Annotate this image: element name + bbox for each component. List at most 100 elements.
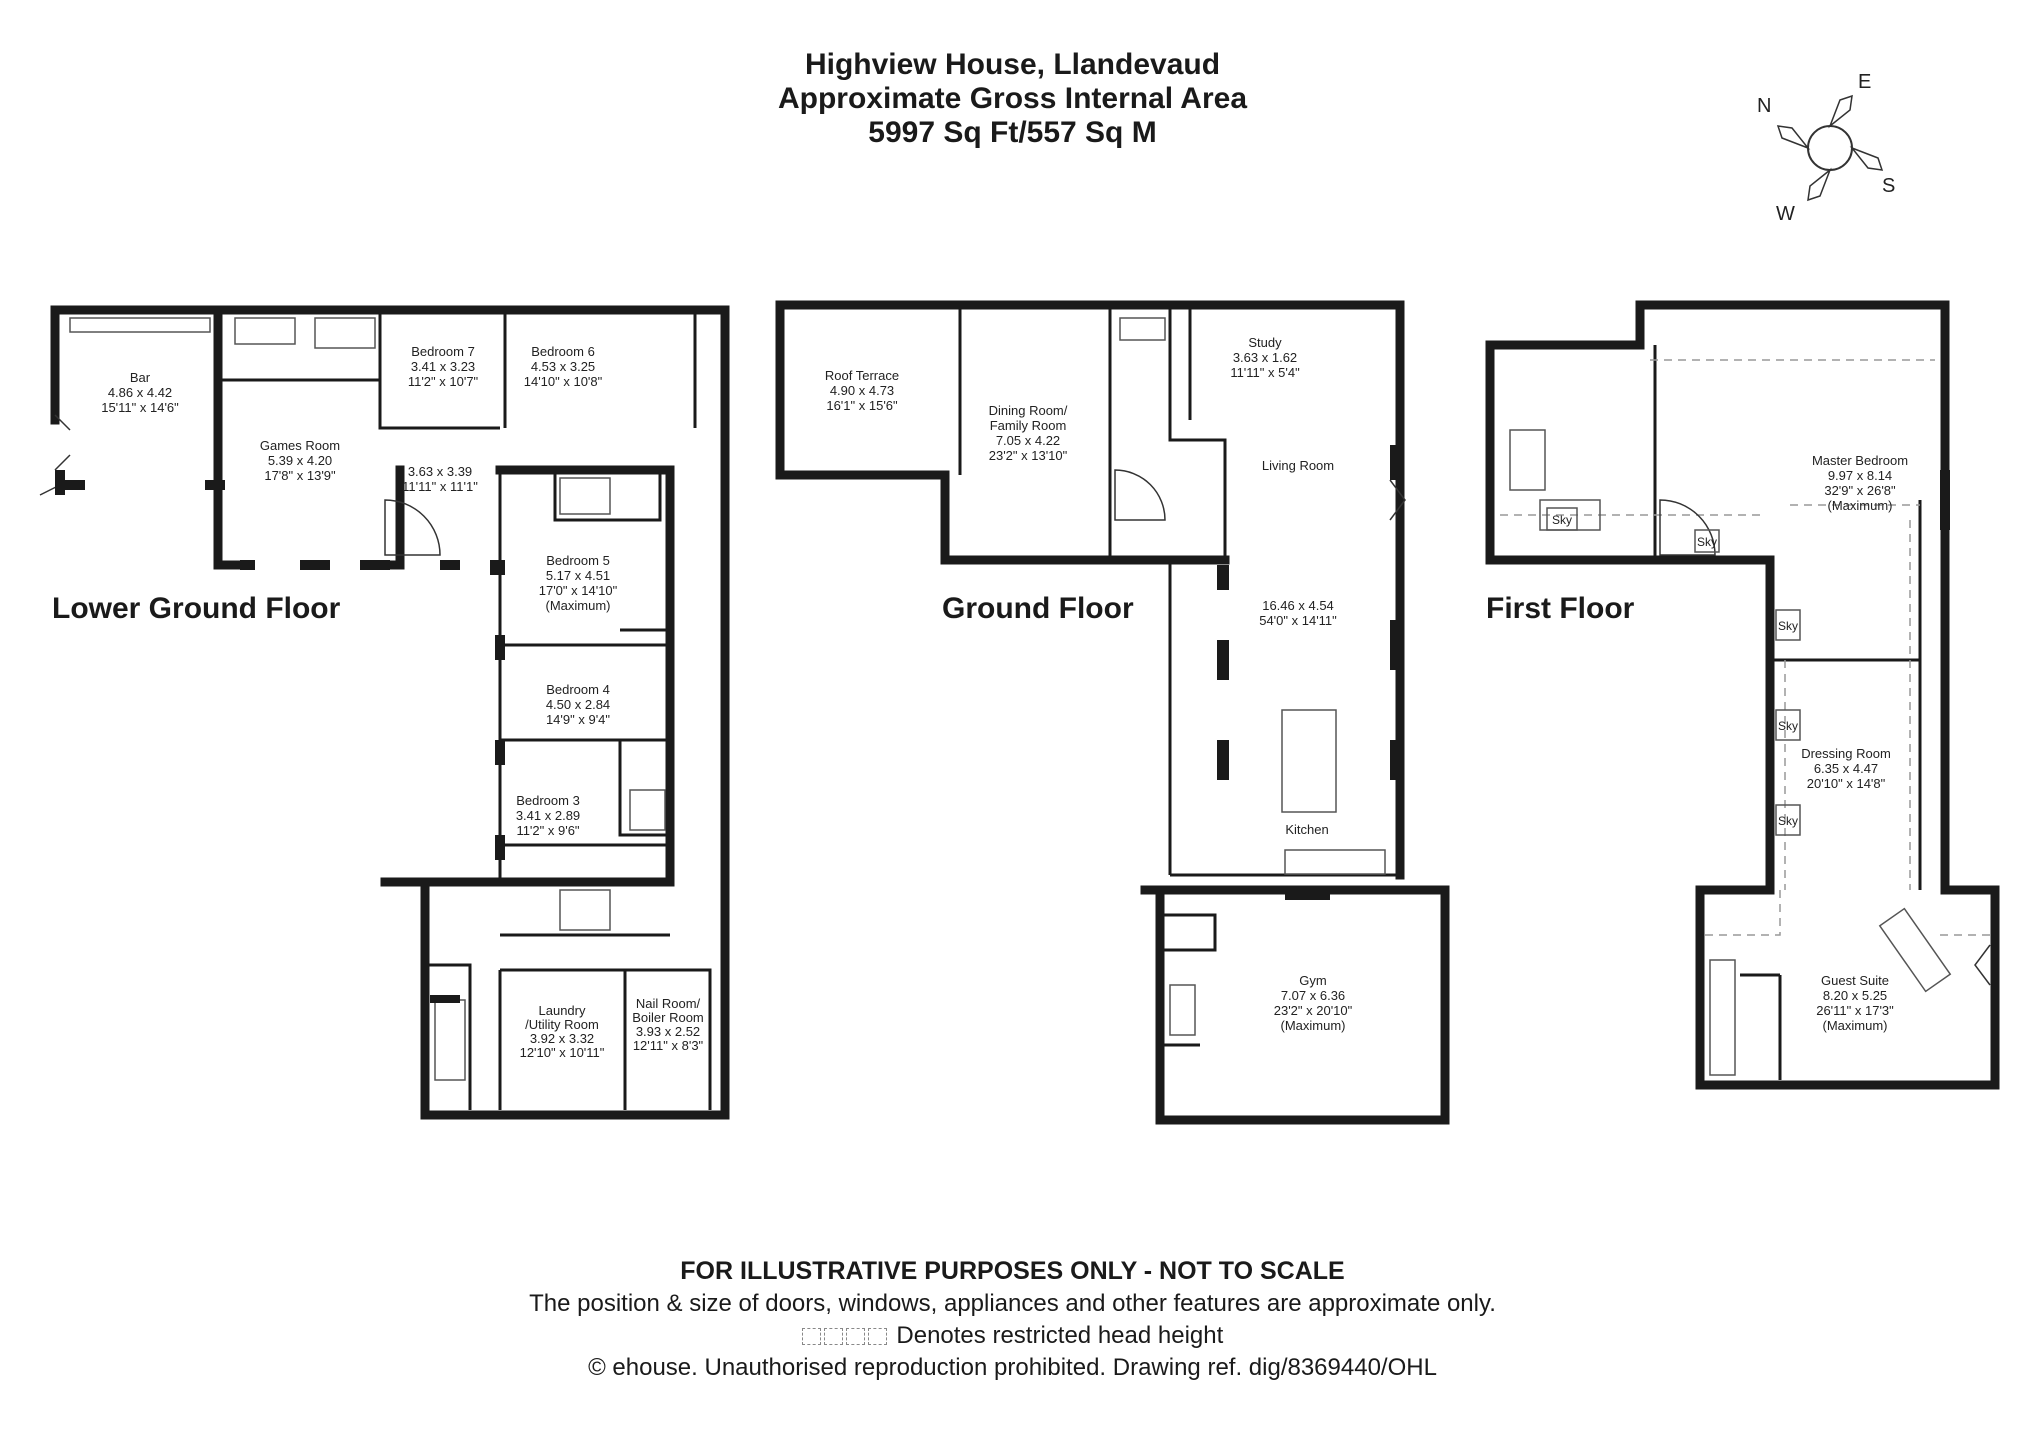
lower-ground-floor-plan: Bar 4.86 x 4.42 15'11" x 14'6" Games Roo…: [39, 305, 730, 1120]
svg-text:Bedroom 4: Bedroom 4: [546, 682, 610, 697]
room-games-room: Games Room 5.39 x 4.20 17'8" x 13'9": [260, 438, 340, 483]
svg-text:Dining Room/: Dining Room/: [989, 403, 1068, 418]
first-floor-plan: Sky Sky Sky Sky Sky Master Bedroom 9.97 …: [1485, 300, 2000, 1090]
room-laundry: Laundry /Utility Room 3.92 x 3.32 12'10"…: [520, 1003, 605, 1060]
svg-text:3.41 x 3.23: 3.41 x 3.23: [411, 359, 475, 374]
svg-text:Living Room: Living Room: [1262, 458, 1334, 473]
disclaimer-text: The position & size of doors, windows, a…: [529, 1290, 1496, 1317]
svg-text:11'2" x 9'6": 11'2" x 9'6": [516, 823, 579, 838]
svg-text:Sky: Sky: [1778, 619, 1798, 633]
svg-text:Roof Terrace: Roof Terrace: [825, 368, 899, 383]
svg-text:Bedroom 3: Bedroom 3: [516, 793, 580, 808]
skylight-1: Sky: [1546, 507, 1578, 531]
room-hall-lower: 3.63 x 3.39 11'11" x 11'1": [402, 464, 478, 494]
svg-text:20'10" x 14'8": 20'10" x 14'8": [1807, 776, 1886, 791]
svg-text:16.46 x 4.54: 16.46 x 4.54: [1262, 598, 1334, 613]
svg-text:23'2" x 20'10": 23'2" x 20'10": [1274, 1003, 1353, 1018]
disclaimer-title: FOR ILLUSTRATIVE PURPOSES ONLY - NOT TO …: [680, 1257, 1345, 1285]
svg-text:16'1" x 15'6": 16'1" x 15'6": [826, 398, 898, 413]
svg-text:3.41 x 2.89: 3.41 x 2.89: [516, 808, 580, 823]
area-value: 5997 Sq Ft/557 Sq M: [868, 116, 1157, 149]
svg-text:Guest Suite: Guest Suite: [1821, 973, 1889, 988]
first-floor-label: First Floor: [1486, 592, 1635, 625]
room-guest-suite: Guest Suite 8.20 x 5.25 26'11" x 17'3" (…: [1816, 973, 1894, 1033]
room-study: Study 3.63 x 1.62 11'11" x 5'4": [1230, 335, 1300, 380]
room-dressing-room: Dressing Room 6.35 x 4.47 20'10" x 14'8": [1801, 746, 1891, 791]
legend-text: Denotes restricted head height: [896, 1322, 1224, 1349]
svg-text:Sky: Sky: [1552, 513, 1572, 527]
room-bedroom-5: Bedroom 5 5.17 x 4.51 17'0" x 14'10" (Ma…: [539, 553, 618, 613]
svg-text:6.35 x 4.47: 6.35 x 4.47: [1814, 761, 1878, 776]
room-master-bedroom: Master Bedroom 9.97 x 8.14 32'9" x 26'8"…: [1812, 453, 1908, 513]
svg-text:54'0" x 14'11": 54'0" x 14'11": [1259, 613, 1337, 628]
svg-text:9.97 x 8.14: 9.97 x 8.14: [1828, 468, 1892, 483]
room-bedroom-4: Bedroom 4 4.50 x 2.84 14'9" x 9'4": [546, 682, 611, 727]
svg-text:Bedroom 6: Bedroom 6: [531, 344, 595, 359]
svg-text:Laundry: Laundry: [539, 1003, 586, 1018]
svg-text:23'2" x 13'10": 23'2" x 13'10": [989, 448, 1068, 463]
svg-text:Bar: Bar: [130, 370, 151, 385]
svg-text:14'10" x 10'8": 14'10" x 10'8": [524, 374, 603, 389]
svg-text:11'2" x 10'7": 11'2" x 10'7": [408, 374, 479, 389]
svg-text:Family Room: Family Room: [990, 418, 1067, 433]
svg-text:(Maximum): (Maximum): [1828, 498, 1893, 513]
svg-text:Kitchen: Kitchen: [1285, 822, 1328, 837]
svg-text:4.50 x 2.84: 4.50 x 2.84: [546, 697, 610, 712]
svg-text:3.63 x 3.39: 3.63 x 3.39: [408, 464, 472, 479]
compass-w: W: [1776, 203, 1795, 225]
skylight-3: Sky: [1775, 609, 1801, 641]
svg-text:Dressing Room: Dressing Room: [1801, 746, 1891, 761]
compass-e: E: [1858, 71, 1871, 93]
skylight-5: Sky: [1775, 804, 1801, 836]
room-bedroom-7: Bedroom 7 3.41 x 3.23 11'2" x 10'7": [408, 344, 479, 389]
svg-text:7.05 x 4.22: 7.05 x 4.22: [996, 433, 1060, 448]
svg-text:Boiler Room: Boiler Room: [632, 1010, 704, 1025]
svg-text:(Maximum): (Maximum): [546, 598, 611, 613]
room-bar: Bar 4.86 x 4.42 15'11" x 14'6": [101, 370, 179, 415]
ground-floor-plan: Roof Terrace 4.90 x 4.73 16'1" x 15'6" D…: [775, 300, 1450, 1125]
svg-text:11'11" x 5'4": 11'11" x 5'4": [1230, 365, 1300, 380]
svg-text:Bedroom 7: Bedroom 7: [411, 344, 475, 359]
svg-text:Bedroom 5: Bedroom 5: [546, 553, 610, 568]
svg-text:(Maximum): (Maximum): [1823, 1018, 1888, 1033]
restricted-height-legend-icon: [801, 1322, 890, 1349]
svg-text:Master Bedroom: Master Bedroom: [1812, 453, 1908, 468]
skylight-2: Sky: [1694, 529, 1720, 553]
room-bedroom-3: Bedroom 3 3.41 x 2.89 11'2" x 9'6": [516, 793, 580, 838]
plan-title-block: Highview House, Llandevaud Approximate G…: [0, 48, 2025, 150]
svg-text:26'11" x 17'3": 26'11" x 17'3": [1816, 1003, 1894, 1018]
svg-text:3.63 x 1.62: 3.63 x 1.62: [1233, 350, 1297, 365]
room-dining-family: Dining Room/ Family Room 7.05 x 4.22 23'…: [989, 403, 1068, 463]
lower-ground-floor-label: Lower Ground Floor: [52, 592, 341, 625]
svg-text:11'11" x 11'1": 11'11" x 11'1": [402, 479, 478, 494]
compass-icon: N E S W: [1757, 71, 1895, 225]
legend-row: Denotes restricted head height: [0, 1322, 2025, 1350]
svg-text:3.93 x 2.52: 3.93 x 2.52: [636, 1024, 700, 1039]
svg-text:4.53 x 3.25: 4.53 x 3.25: [531, 359, 595, 374]
svg-text:8.20 x 5.25: 8.20 x 5.25: [1823, 988, 1887, 1003]
svg-text:Gym: Gym: [1299, 973, 1326, 988]
ground-floor-label: Ground Floor: [942, 592, 1134, 625]
svg-text:Study: Study: [1248, 335, 1282, 350]
svg-text:5.39 x 4.20: 5.39 x 4.20: [268, 453, 332, 468]
area-label: Approximate Gross Internal Area: [777, 82, 1248, 115]
compass-s: S: [1882, 175, 1895, 197]
svg-text:Sky: Sky: [1778, 719, 1798, 733]
compass-n: N: [1757, 95, 1771, 117]
svg-text:5.17 x 4.51: 5.17 x 4.51: [546, 568, 610, 583]
room-living-room: Living Room 16.46 x 4.54 54'0" x 14'11": [1259, 458, 1337, 628]
svg-text:17'0" x 14'10": 17'0" x 14'10": [539, 583, 618, 598]
svg-text:Nail Room/: Nail Room/: [636, 996, 701, 1011]
svg-text:(Maximum): (Maximum): [1281, 1018, 1346, 1033]
svg-text:12'10" x 10'11": 12'10" x 10'11": [520, 1045, 605, 1060]
room-kitchen: Kitchen: [1285, 822, 1328, 837]
svg-text:12'11" x 8'3": 12'11" x 8'3": [633, 1038, 704, 1053]
room-nail-boiler: Nail Room/ Boiler Room 3.93 x 2.52 12'11…: [632, 996, 704, 1053]
svg-text:4.86 x 4.42: 4.86 x 4.42: [108, 385, 172, 400]
copyright-text: © ehouse. Unauthorised reproduction proh…: [588, 1354, 1437, 1381]
skylight-4: Sky: [1775, 709, 1801, 741]
svg-text:Sky: Sky: [1697, 535, 1717, 549]
property-name: Highview House, Llandevaud: [804, 48, 1221, 81]
svg-text:32'9" x 26'8": 32'9" x 26'8": [1824, 483, 1896, 498]
